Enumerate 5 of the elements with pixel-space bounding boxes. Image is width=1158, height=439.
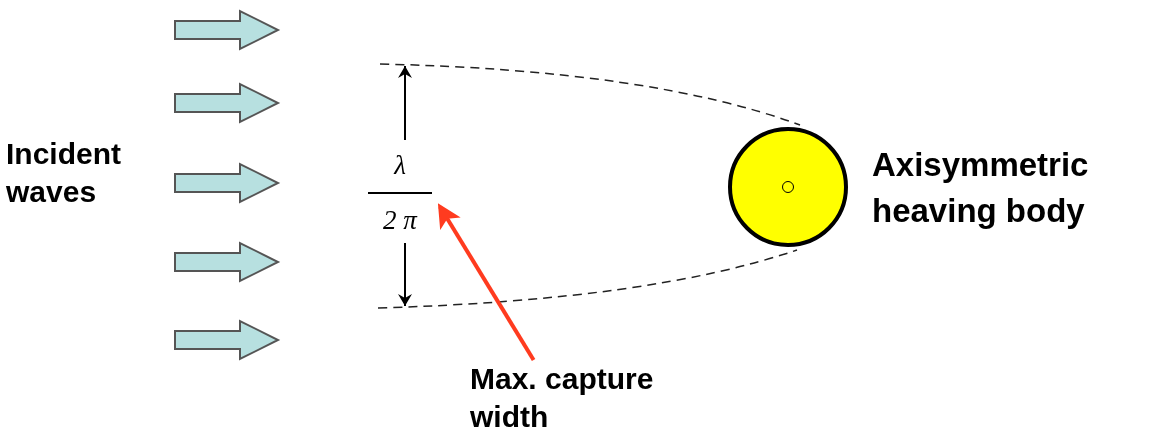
arrow — [437, 203, 536, 362]
body-label: Axisymmetric heaving body — [872, 145, 1090, 231]
bold-label: Max. capture width — [470, 360, 735, 439]
fraction-label: λ 2 π — [365, 145, 435, 240]
bold-label: Incident waves — [6, 135, 166, 225]
